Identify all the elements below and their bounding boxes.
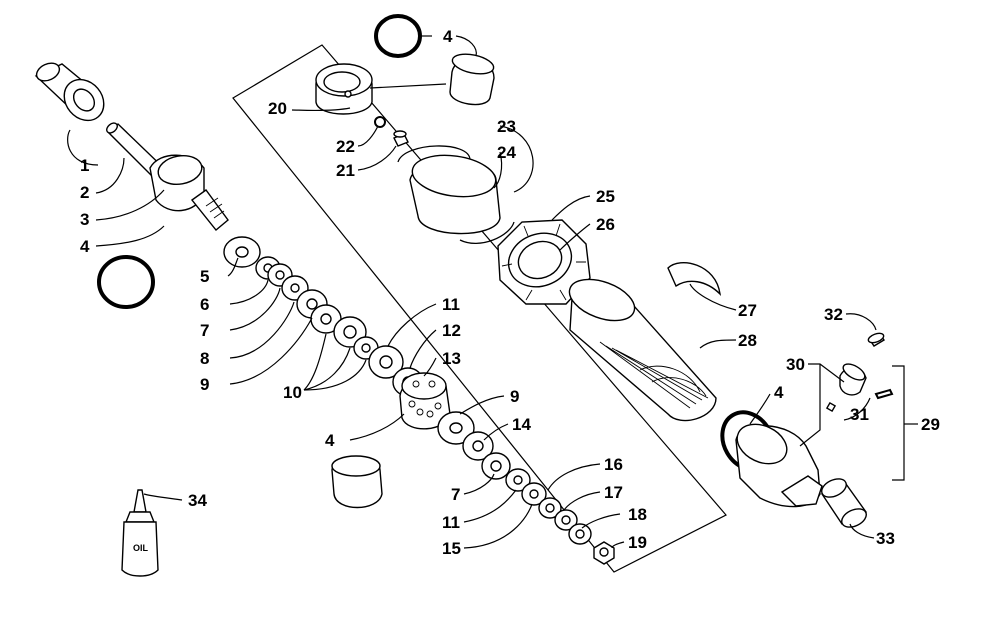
callout-6: 6	[200, 295, 209, 314]
callout-9-b: 9	[510, 387, 519, 406]
callout-3: 3	[80, 210, 89, 229]
subassembly-boundary	[232, 44, 727, 573]
part-23-24-bands	[397, 145, 515, 245]
shim-stack	[223, 236, 615, 565]
callout-23: 23	[497, 117, 516, 136]
part-22-oring-small	[374, 116, 386, 128]
part-4-wear-band-lower	[331, 455, 383, 509]
part-2-3-shaft-assembly	[106, 122, 229, 231]
callout-17: 17	[604, 483, 623, 502]
callout-2: 2	[80, 183, 89, 202]
callout-30: 30	[786, 355, 805, 374]
callout-33: 33	[876, 529, 895, 548]
callout-5: 5	[200, 267, 209, 286]
callout-4-right: 4	[774, 383, 784, 402]
part-4-oring-left	[97, 255, 155, 309]
callout-20: 20	[268, 99, 287, 118]
callout-7-b: 7	[451, 485, 460, 504]
part-28-body	[568, 278, 717, 422]
callout-10: 10	[283, 383, 302, 402]
part-33-bushing	[820, 478, 868, 528]
callout-14: 14	[512, 415, 531, 434]
callout-labels: 1 2 3 4 4 4 4 5 6 7 8 9 10 11 12 13 9 14…	[80, 27, 940, 558]
callout-28: 28	[738, 331, 757, 350]
part-4-oring-top	[374, 14, 422, 58]
callout-34: 34	[188, 491, 207, 510]
callout-25: 25	[596, 187, 615, 206]
callout-9-a: 9	[200, 375, 209, 394]
callout-7-a: 7	[200, 321, 209, 340]
part-25-26-spanner-nut	[497, 219, 591, 305]
part-29-reservoir-body	[735, 423, 823, 508]
callout-11-b: 11	[442, 513, 460, 532]
callout-4-lower: 4	[325, 431, 335, 450]
callout-1: 1	[80, 156, 89, 175]
part-34-oil-bottle: OIL	[121, 489, 159, 577]
callout-32: 32	[824, 305, 843, 324]
callout-11-a: 11	[442, 295, 460, 314]
callout-4-top: 4	[443, 27, 453, 46]
part-20-cap	[315, 63, 373, 115]
callout-18: 18	[628, 505, 647, 524]
callout-13: 13	[442, 349, 461, 368]
callout-21: 21	[336, 161, 355, 180]
part-30-31-32-valve	[825, 332, 894, 413]
callout-4-left: 4	[80, 237, 90, 256]
callout-22: 22	[336, 137, 355, 156]
callout-29: 29	[921, 415, 940, 434]
callout-31: 31	[850, 405, 869, 424]
callout-19: 19	[628, 533, 647, 552]
callout-26: 26	[596, 215, 615, 234]
part-4-wear-band-top	[449, 53, 495, 106]
part-1-bushing	[34, 62, 105, 122]
callout-15: 15	[442, 539, 461, 558]
oil-bottle-label: OIL	[133, 543, 149, 553]
callout-8: 8	[200, 349, 209, 368]
part-27-spring-retainer	[667, 261, 721, 296]
callout-27: 27	[738, 301, 757, 320]
callout-12: 12	[442, 321, 461, 340]
callout-24: 24	[497, 143, 516, 162]
leader-lines	[67, 35, 918, 549]
callout-16: 16	[604, 455, 623, 474]
part-21-screw	[393, 130, 409, 147]
